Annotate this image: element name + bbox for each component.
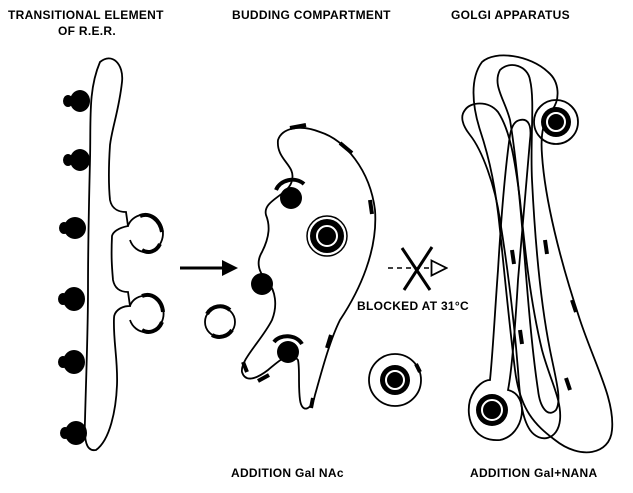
blocked-transport-arrow <box>388 247 445 290</box>
blocked-label: BLOCKED AT 31°C <box>357 299 469 313</box>
rer-title-line2: OF R.E.R. <box>58 24 116 38</box>
free-dense-vesicle <box>369 354 421 406</box>
golgi-dense-vesicles <box>476 100 578 426</box>
golgi-coats <box>512 240 576 390</box>
budding-compartment-coats <box>243 125 372 408</box>
rer-vesicle-coats <box>140 215 163 332</box>
rer-budding-vesicles <box>128 214 164 332</box>
addition-galnana-label: ADDITION Gal+NANA <box>470 466 597 480</box>
budding-compartment-title: BUDDING COMPARTMENT <box>232 8 391 22</box>
free-coated-vesicle <box>205 306 235 337</box>
budding-compartment-contents <box>251 180 347 363</box>
golgi-apparatus-title: GOLGI APPARATUS <box>451 8 570 22</box>
golgi-cisternae <box>462 55 612 452</box>
rer-title-line1: TRANSITIONAL ELEMENT <box>8 8 164 22</box>
ribosomes <box>58 90 90 445</box>
rer-transitional-element <box>85 58 130 450</box>
transport-arrow <box>180 260 238 276</box>
budding-compartment <box>242 128 375 409</box>
addition-galnac-label: ADDITION Gal NAc <box>231 466 344 480</box>
